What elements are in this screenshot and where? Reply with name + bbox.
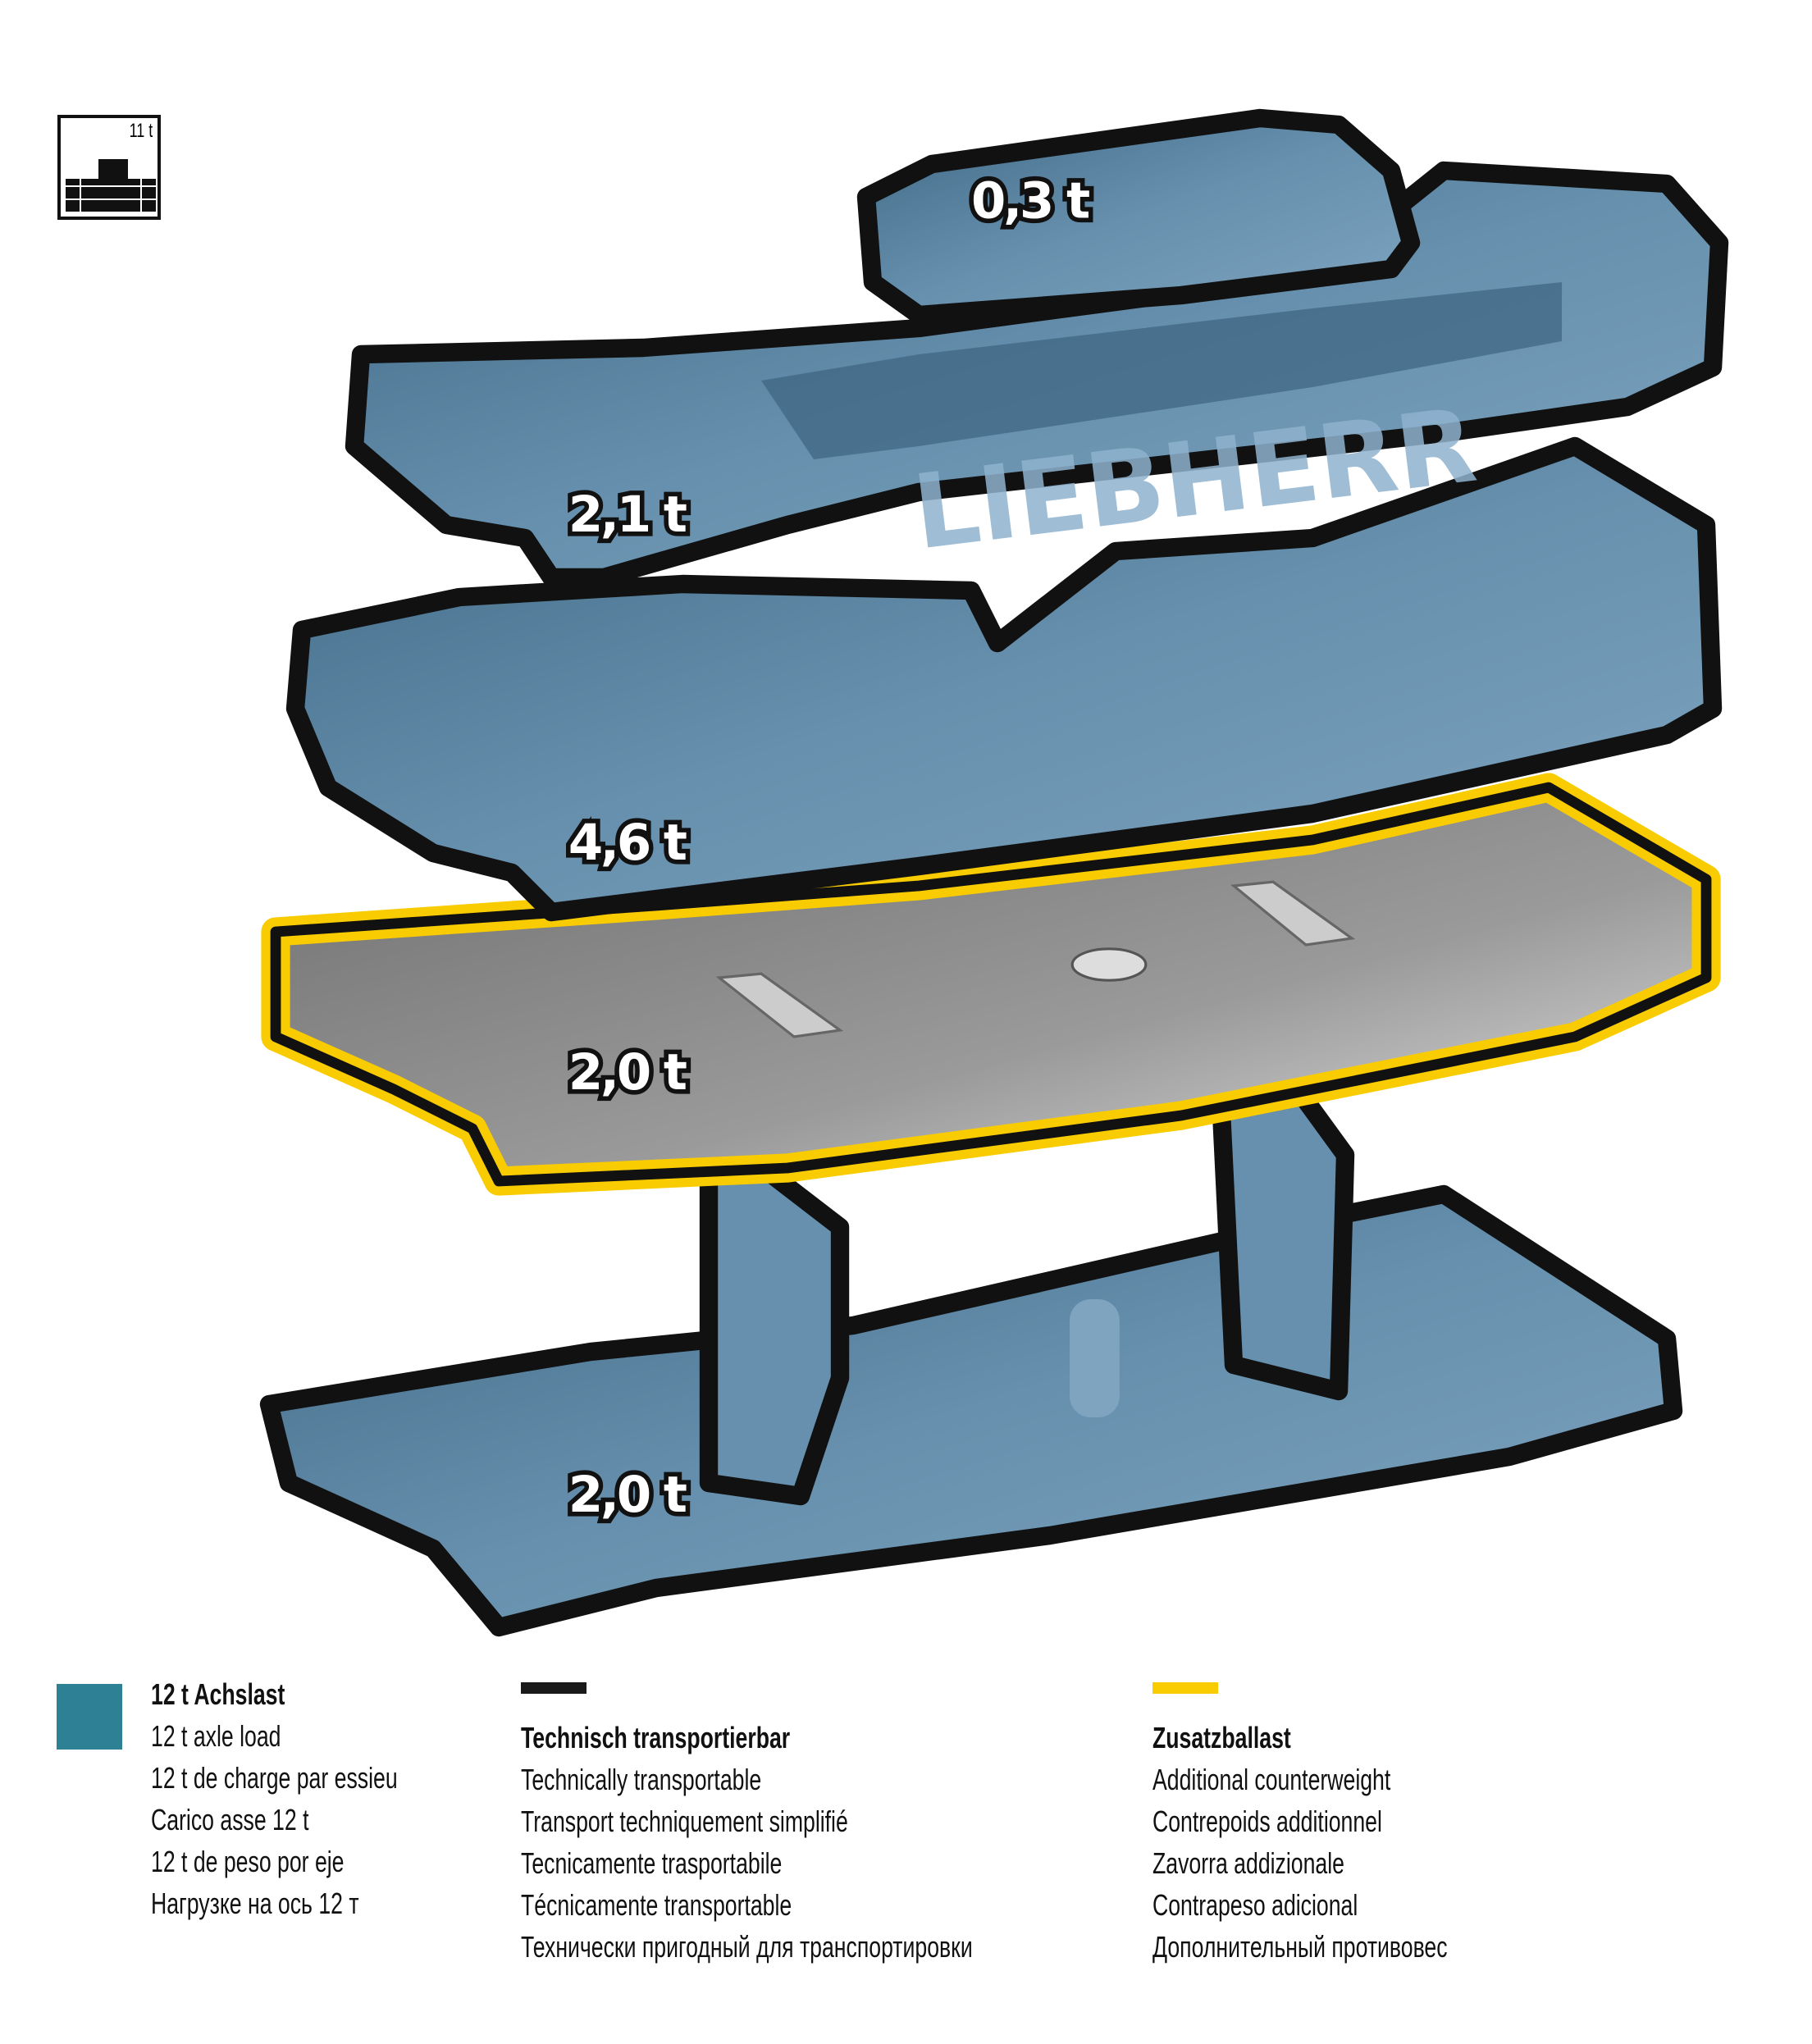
- axle-load-icon: 11 t: [57, 115, 161, 220]
- legend-line: 12 t axle load: [151, 1719, 281, 1753]
- weight-label-2-1t: 2,1 t: [568, 486, 687, 544]
- legend-line: Contrapeso adicional: [1152, 1888, 1358, 1922]
- weight-label-2-0t-additional: 2,0 t: [568, 1044, 687, 1102]
- legend-heading: 12 t Achslast: [151, 1677, 285, 1711]
- additional-counterweight-part: [261, 773, 1721, 1196]
- legend-line: Transport techniquement simplifié: [521, 1804, 848, 1838]
- legend-line: Carico asse 12 t: [151, 1803, 309, 1836]
- legend-line: Технически пригодный для транспортировки: [521, 1930, 973, 1964]
- axle-load-icon-label: 11 t: [129, 120, 153, 142]
- legend-line: Tecnicamente trasportabile: [521, 1846, 783, 1880]
- legend-axle-load: 12 t Achslast 12 t axle load 12 t de cha…: [151, 1673, 398, 1924]
- legend-additional: Zusatzballast Additional counterweight C…: [1152, 1717, 1448, 1968]
- legend-line: Additional counterweight: [1152, 1763, 1391, 1796]
- legend-line: 12 t de peso por eje: [151, 1845, 345, 1878]
- legend-line: Zavorra addizionale: [1152, 1846, 1344, 1880]
- legend-line: Técnicamente transportable: [521, 1888, 792, 1922]
- crane-carrier-icon: [66, 159, 156, 213]
- legend-line: Нагрузке на ось 12 т: [151, 1887, 359, 1920]
- top-plate-part: [856, 108, 1421, 325]
- legend-heading: Technisch transportierbar: [521, 1721, 791, 1754]
- weight-label-2-0t-base: 2,0 t: [568, 1467, 687, 1524]
- weight-label-4-6t: 4,6 t: [568, 814, 687, 872]
- main-counterweight-part: [285, 436, 1723, 922]
- legend-line: Дополнительный противовес: [1152, 1930, 1448, 1964]
- legend-line: Technically transportable: [521, 1763, 762, 1796]
- legend-heading: Zusatzballast: [1152, 1721, 1291, 1754]
- base-plate-part: [259, 1073, 1683, 1637]
- legend-transportable: Technisch transportierbar Technically tr…: [521, 1717, 973, 1968]
- weight-label-0-3t: 0,3 t: [971, 173, 1089, 230]
- additional-swatch: [1152, 1682, 1218, 1694]
- axle-load-swatch: [57, 1684, 122, 1750]
- legend-line: Contrepoids additionnel: [1152, 1804, 1382, 1838]
- transportable-swatch: [521, 1682, 587, 1694]
- legend-line: 12 t de charge par essieu: [151, 1761, 398, 1795]
